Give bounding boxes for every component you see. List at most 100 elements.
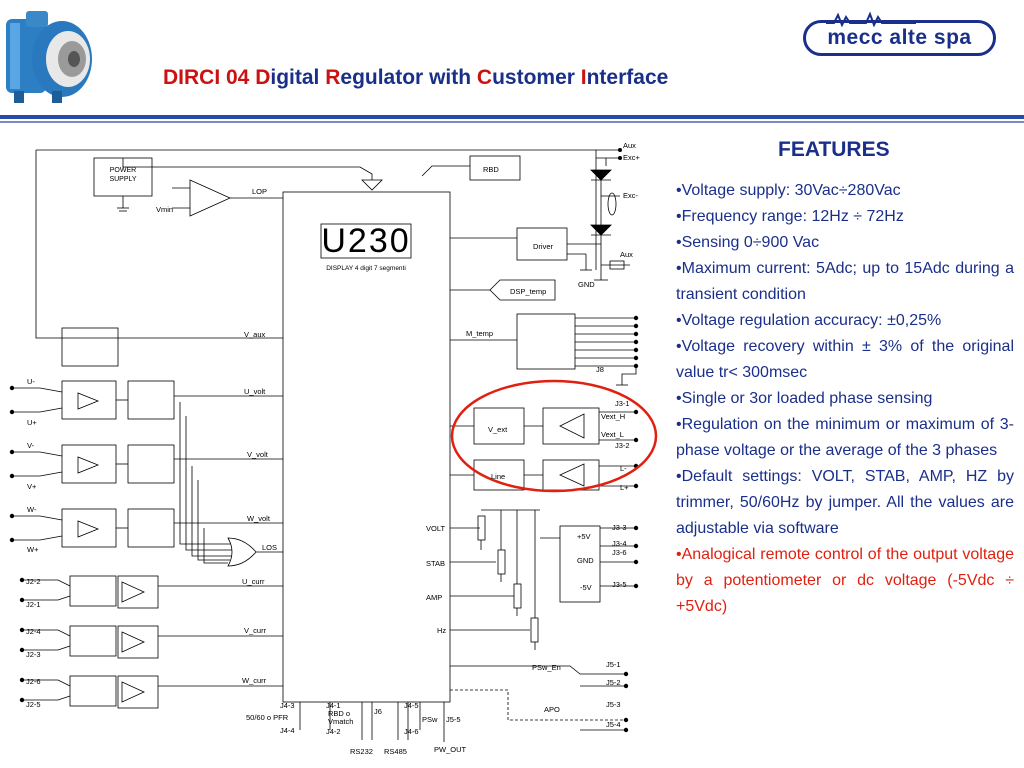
j4-2-label: J4-2 [326, 727, 341, 736]
features-list: •Voltage supply: 30Vac÷280Vac•Frequency … [676, 178, 1014, 620]
feature-text: Regulation on the minimum or maximum of … [676, 416, 1014, 459]
display-value: U230 [321, 222, 410, 260]
phase-input-label: W+ [27, 545, 39, 554]
v-volt-label: V_volt [247, 450, 269, 459]
vext-h-label: Vext_H [601, 412, 625, 421]
alternator-image [6, 11, 92, 103]
exc-minus-label: Exc- [623, 191, 639, 200]
feature-item: •Voltage recovery within ± 3% of the ori… [676, 334, 1014, 386]
feature-item: •Sensing 0÷900 Vac [676, 230, 1014, 256]
display-caption: DISPLAY 4 digit 7 segmenti [326, 265, 406, 272]
feature-item: •Voltage regulation accuracy: ±0,25% [676, 308, 1014, 334]
highlight-ellipse [450, 379, 658, 493]
vext-l-label: Vext_L [601, 430, 624, 439]
page-title: DIRCI 04 Digital Regulator with Customer… [163, 66, 668, 90]
j4-5-label: J4-5 [404, 701, 419, 710]
logo-wave-icon [826, 11, 916, 27]
plus5v-label: +5V [577, 532, 591, 541]
j4-1-label: J4-1 [326, 701, 341, 710]
bullet-icon: • [676, 416, 682, 433]
logo-text: mecc alte spa [827, 26, 972, 49]
feature-item: •Single or 3or loaded phase sensing [676, 386, 1014, 412]
title-segment: R [325, 66, 341, 89]
feature-item: •Frequency range: 12Hz ÷ 72Hz [676, 204, 1014, 230]
j5-4-label: J5-4 [606, 720, 621, 729]
bullet-icon: • [676, 338, 682, 355]
current-input-label: J2-1 [26, 600, 41, 609]
header-rule-thin [0, 121, 1024, 123]
title-segment: igital [270, 66, 326, 89]
features-title: FEATURES [778, 138, 890, 161]
feature-text: Default settings: VOLT, STAB, AMP, HZ by… [676, 468, 1014, 537]
m-temp-label: M_temp [466, 329, 493, 338]
header-rule [0, 115, 1024, 119]
driver-label: Driver [533, 242, 554, 251]
j4-6-label: J4-6 [404, 727, 419, 736]
los-label: LOS [262, 543, 277, 552]
v-ext-label: V_ext [488, 425, 508, 434]
v-curr-label: V_curr [244, 626, 267, 635]
bullet-icon: • [676, 468, 682, 485]
title-segment: C [476, 66, 493, 89]
title-segment: I [580, 66, 587, 89]
v-aux-label: V_aux [244, 330, 266, 339]
j3-6-label: J3-6 [612, 548, 627, 557]
j5-2-label: J5-2 [606, 678, 621, 687]
hz-label: Hz [437, 626, 446, 635]
u-volt-label: U_volt [244, 387, 266, 396]
title-segment: nterface [586, 66, 669, 89]
feature-text: Voltage recovery within ± 3% of the orig… [676, 338, 1014, 381]
bullet-icon: • [676, 546, 682, 563]
rs232-label: RS232 [350, 747, 373, 756]
apo-label: APO [544, 705, 560, 714]
j3-2-label: J3-2 [615, 441, 630, 450]
dsp-temp-label: DSP_temp [510, 287, 546, 296]
l-plus-label: L+ [620, 483, 629, 492]
mecc-alte-logo: mecc alte spa [803, 11, 996, 56]
feature-text: Frequency range: 12Hz ÷ 72Hz [681, 208, 904, 225]
feature-text: Maximum current: 5Adc; up to 15Adc durin… [676, 260, 1014, 303]
vmatch-label: Vmatch [328, 717, 353, 726]
volt-label: VOLT [426, 524, 445, 533]
feature-item: •Voltage supply: 30Vac÷280Vac [676, 178, 1014, 204]
bullet-icon: • [676, 182, 682, 199]
current-input-label: J2-4 [26, 627, 41, 636]
feature-text: Analogical remote control of the output … [676, 546, 1014, 615]
j5-5-label: J5-5 [446, 715, 461, 724]
j3-3-label: J3-3 [612, 523, 627, 532]
psw-en-label: PSw_En [532, 663, 561, 672]
current-input-label: J2-3 [26, 650, 41, 659]
current-input-label: J2-6 [26, 677, 41, 686]
title-segment: D [255, 66, 271, 89]
feature-item: •Default settings: VOLT, STAB, AMP, HZ b… [676, 464, 1014, 542]
u-curr-label: U_curr [242, 577, 265, 586]
j5-3-label: J5-3 [606, 700, 621, 709]
feature-item: •Regulation on the minimum or maximum of… [676, 412, 1014, 464]
rbd-o-label: RBD o [328, 709, 350, 718]
j3-5-label: J3-5 [612, 580, 627, 589]
phase-input-label: V+ [27, 482, 37, 491]
j4-4-label: J4-4 [280, 726, 295, 735]
j4-3-label: J4-3 [280, 701, 295, 710]
bullet-icon: • [676, 260, 682, 277]
stab-label: STAB [426, 559, 445, 568]
j3-1-label: J3-1 [615, 399, 630, 408]
feature-text: Sensing 0÷900 Vac [681, 234, 820, 251]
bullet-icon: • [676, 312, 682, 329]
j8-label: J8 [596, 365, 604, 374]
phase-input-label: V- [27, 441, 35, 450]
current-input-label: J2-5 [26, 700, 41, 709]
j6-label: J6 [374, 707, 382, 716]
feature-text: Voltage supply: 30Vac÷280Vac [681, 182, 901, 199]
current-input-label: J2-2 [26, 577, 41, 586]
w-curr-label: W_curr [242, 676, 267, 685]
feature-text: Single or 3or loaded phase sensing [681, 390, 933, 407]
bullet-icon: • [676, 208, 682, 225]
phase-input-label: W- [27, 505, 37, 514]
phase-input-label: U+ [27, 418, 37, 427]
feature-text: Voltage regulation accuracy: ±0,25% [681, 312, 942, 329]
amp-label: AMP [426, 593, 442, 602]
title-segment: ustomer [492, 66, 581, 89]
